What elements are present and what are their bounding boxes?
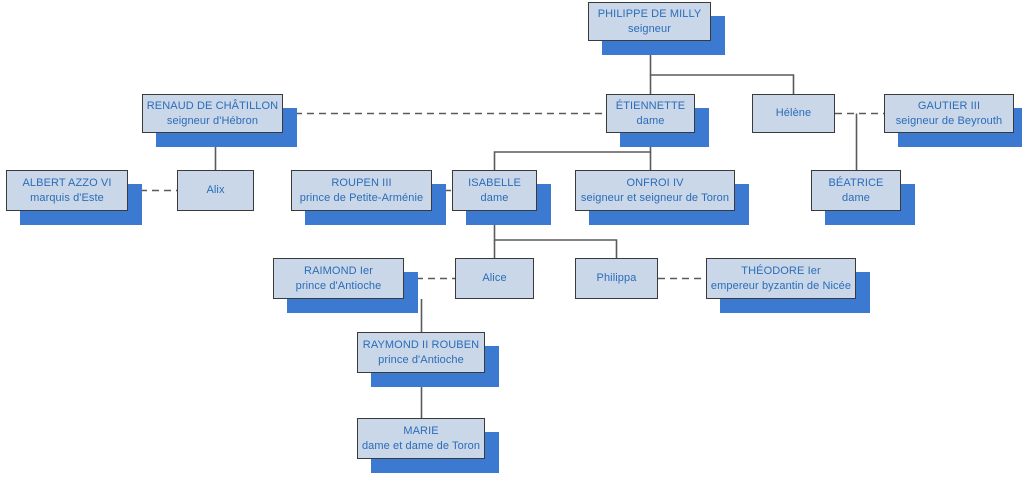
node-alice[interactable]: Alice bbox=[455, 258, 534, 299]
node-title: Hélène bbox=[775, 107, 812, 120]
node-title: ROUPEN III bbox=[331, 177, 392, 190]
node-title: MARIE bbox=[403, 425, 439, 438]
node-helene[interactable]: Hélène bbox=[752, 94, 835, 133]
node-subtitle: seigneur bbox=[628, 22, 671, 35]
edge-isabelle-split bbox=[493, 211, 618, 258]
node-subtitle: prince d'Antioche bbox=[295, 279, 382, 292]
node-title: RAIMOND Ier bbox=[304, 265, 373, 278]
node-title: RAYMOND II ROUBEN bbox=[362, 339, 480, 352]
node-title: BÉATRICE bbox=[828, 177, 884, 190]
node-philippa[interactable]: Philippa bbox=[575, 258, 658, 299]
node-subtitle: seigneur d'Hébron bbox=[166, 114, 259, 127]
node-title: ONFROI IV bbox=[626, 177, 684, 190]
node-title: ALBERT AZZO VI bbox=[22, 177, 112, 190]
node-subtitle: dame bbox=[480, 191, 509, 204]
node-subtitle: marquis d'Este bbox=[30, 191, 104, 204]
node-title: Alice bbox=[482, 272, 507, 285]
node-subtitle: prince de Petite-Arménie bbox=[299, 191, 424, 204]
node-title: ISABELLE bbox=[468, 177, 521, 190]
edge-philippe-split bbox=[649, 41, 795, 94]
node-title: PHILIPPE DE MILLY bbox=[597, 8, 702, 21]
node-subtitle: seigneur et seigneur de Toron bbox=[580, 191, 730, 204]
node-subtitle: dame et dame de Toron bbox=[361, 439, 481, 452]
node-title: RENAUD DE CHÂTILLON bbox=[146, 100, 279, 113]
node-title: ÉTIENNETTE bbox=[615, 100, 686, 113]
node-subtitle: dame bbox=[636, 114, 665, 127]
node-title: Alix bbox=[206, 184, 225, 197]
node-subtitle: seigneur de Beyrouth bbox=[895, 114, 1003, 127]
node-subtitle: empereur byzantin de Nicée bbox=[710, 279, 852, 292]
node-title: THÉODORE Ier bbox=[741, 265, 821, 278]
node-subtitle: prince d'Antioche bbox=[378, 353, 464, 366]
node-title: Philippa bbox=[596, 272, 637, 285]
node-subtitle: dame bbox=[842, 191, 870, 204]
node-alix[interactable]: Alix bbox=[177, 170, 254, 211]
node-title: GAUTIER III bbox=[917, 100, 981, 113]
